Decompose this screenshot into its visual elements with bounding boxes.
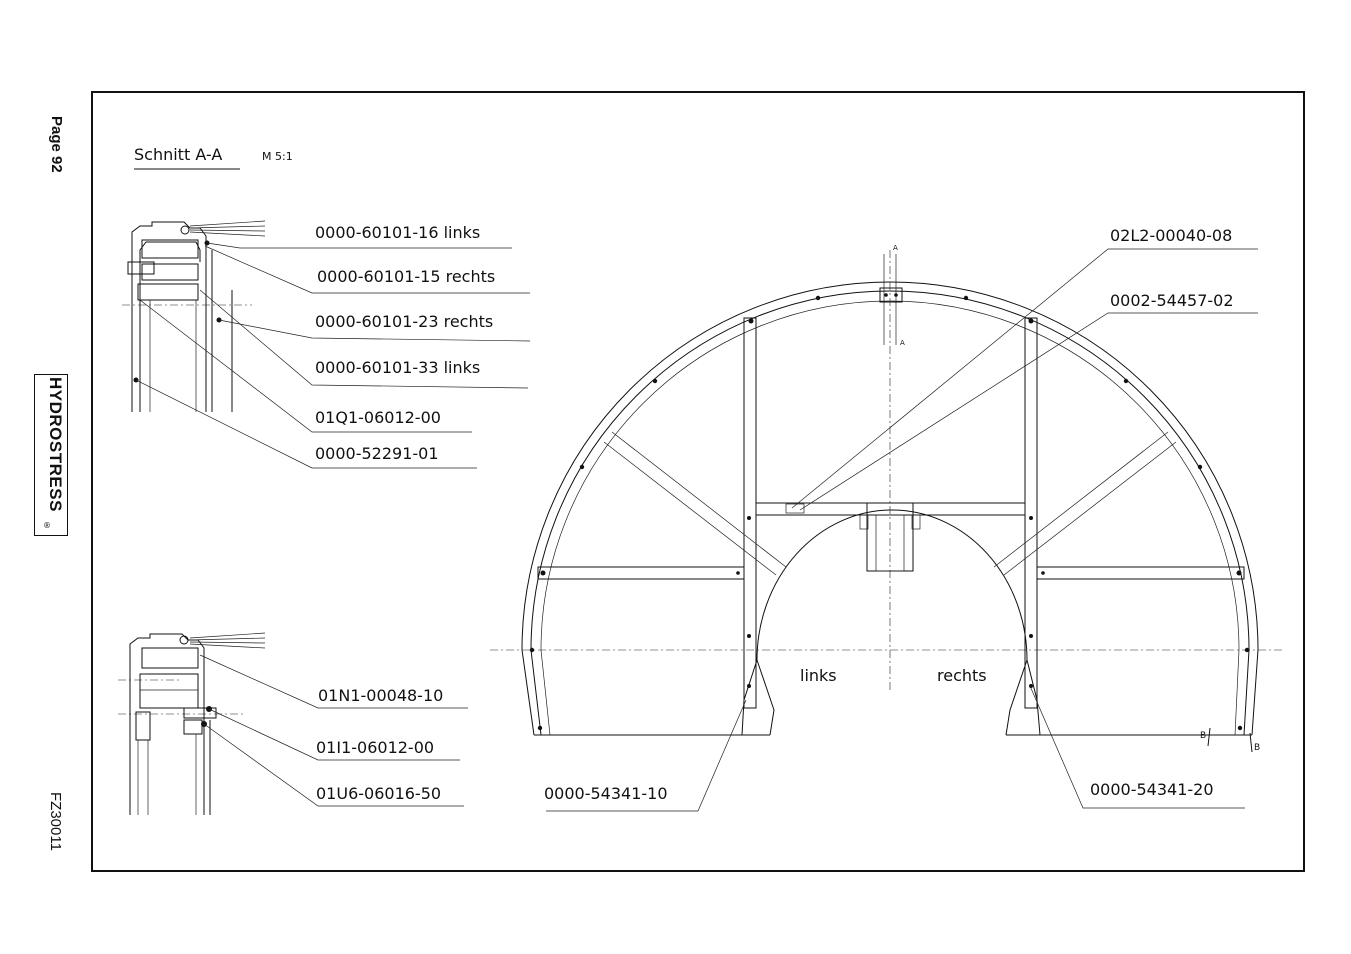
part-label: 0000-54341-20 [1090,780,1214,799]
section-title: Schnitt A-A [134,145,222,164]
leaders-top-detail [135,242,531,469]
part-label: 01I1-06012-00 [316,738,434,757]
leaders-bottom-detail [199,654,468,807]
part-label: 0000-60101-23 rechts [315,312,493,331]
side-label-right: rechts [937,666,987,685]
part-label: 0000-60101-15 rechts [317,267,495,286]
section-mark: A [893,244,898,252]
part-label: 0000-52291-01 [315,444,439,463]
scale-label: M 5:1 [262,150,293,163]
part-label: 0000-54341-10 [544,784,668,803]
drawing-frame [91,91,1305,872]
part-label: 01N1-00048-10 [318,686,443,705]
leaders-main [546,248,1258,812]
part-label: 02L2-00040-08 [1110,226,1232,245]
detail-bottom-profile [118,632,266,815]
part-label: 01U6-06016-50 [316,784,441,803]
main-arch-assembly [490,250,1285,736]
brand-logo: HYDROSTRESS ® [34,374,68,536]
part-label: 01Q1-06012-00 [315,408,441,427]
part-label: 0000-60101-33 links [315,358,480,377]
detail-top-profile [122,220,266,412]
part-label: 0000-60101-16 links [315,223,480,242]
registered-mark: ® [43,521,51,530]
section-mark: B [1254,743,1260,753]
part-label: 0002-54457-02 [1110,291,1234,310]
section-mark: B [1200,731,1206,741]
section-mark: A [900,339,905,347]
side-label-left: links [800,666,837,685]
